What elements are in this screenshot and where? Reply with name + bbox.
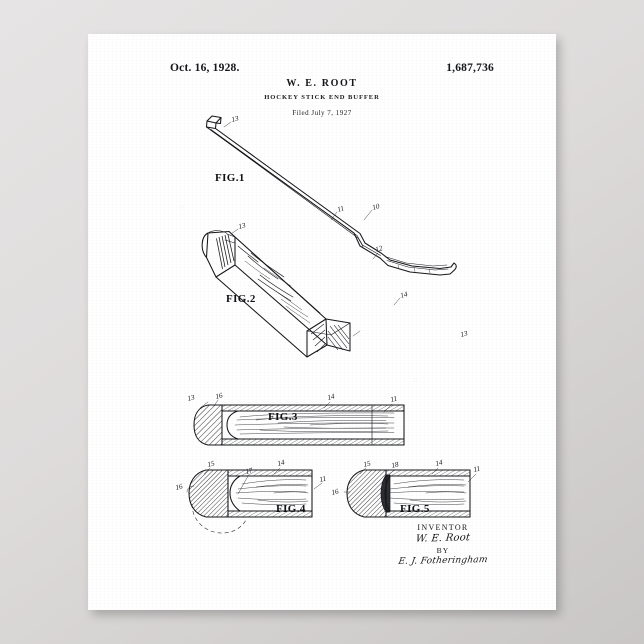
svg-text:16: 16 [215,391,224,401]
svg-text:13: 13 [460,329,469,339]
signature-block: INVENTOR W. E. Root BY E. J. Fotheringha… [368,523,518,567]
figure-1-caption: FIG.1 [215,172,245,184]
svg-text:11: 11 [390,395,398,404]
svg-text:14: 14 [277,458,286,468]
svg-text:10: 10 [371,202,381,212]
svg-text:11: 11 [473,465,481,474]
patent-filed-date: Filed July 7, 1927 [292,109,352,117]
figure-2-caption: FIG.2 [226,293,256,305]
figure-5-drawing: 15 18 16 14 11 [331,458,481,518]
svg-text:12: 12 [374,244,384,254]
patent-title: HOCKEY STICK END BUFFER [264,94,380,101]
figure-1-drawing: 13 11 10 12 [205,114,457,276]
svg-text:13: 13 [187,393,196,403]
svg-text:11: 11 [336,204,345,214]
svg-text:11: 11 [319,475,327,484]
patent-drawing: .ln { fill:none; stroke:#16171b; stroke-… [88,34,556,610]
by-label: BY [436,546,450,555]
svg-text:13: 13 [238,221,247,231]
svg-text:13: 13 [231,114,240,124]
svg-text:14: 14 [327,392,336,402]
svg-text:16: 16 [175,482,184,492]
figure-5-caption: FIG.5 [400,503,430,515]
figure-2-drawing: 13 14 13 [201,221,469,358]
figure-4-drawing: 15 16 17 14 11 [175,458,327,534]
figure-3-drawing: 13 16 14 11 [187,391,405,446]
inventor-signature: W. E. Root [415,532,471,545]
svg-text:14: 14 [435,458,444,468]
attorney-signature: E. J. Fotheringham [397,555,489,567]
svg-text:15: 15 [363,459,372,469]
patent-inventor: W. E. ROOT [286,78,358,89]
figure-4-caption: FIG.4 [276,503,306,515]
svg-text:17: 17 [245,466,254,476]
patent-poster: Oct. 16, 1928. 1,687,736 W. E. ROOT HOCK… [88,34,556,610]
svg-text:15: 15 [207,459,216,469]
patent-number: 1,687,736 [446,62,494,74]
figure-3-caption: FIG.3 [268,411,298,423]
inventor-label: INVENTOR [417,523,469,532]
patent-date: Oct. 16, 1928. [170,62,240,74]
svg-text:18: 18 [391,460,400,470]
svg-text:14: 14 [399,290,409,300]
svg-text:16: 16 [331,487,340,497]
